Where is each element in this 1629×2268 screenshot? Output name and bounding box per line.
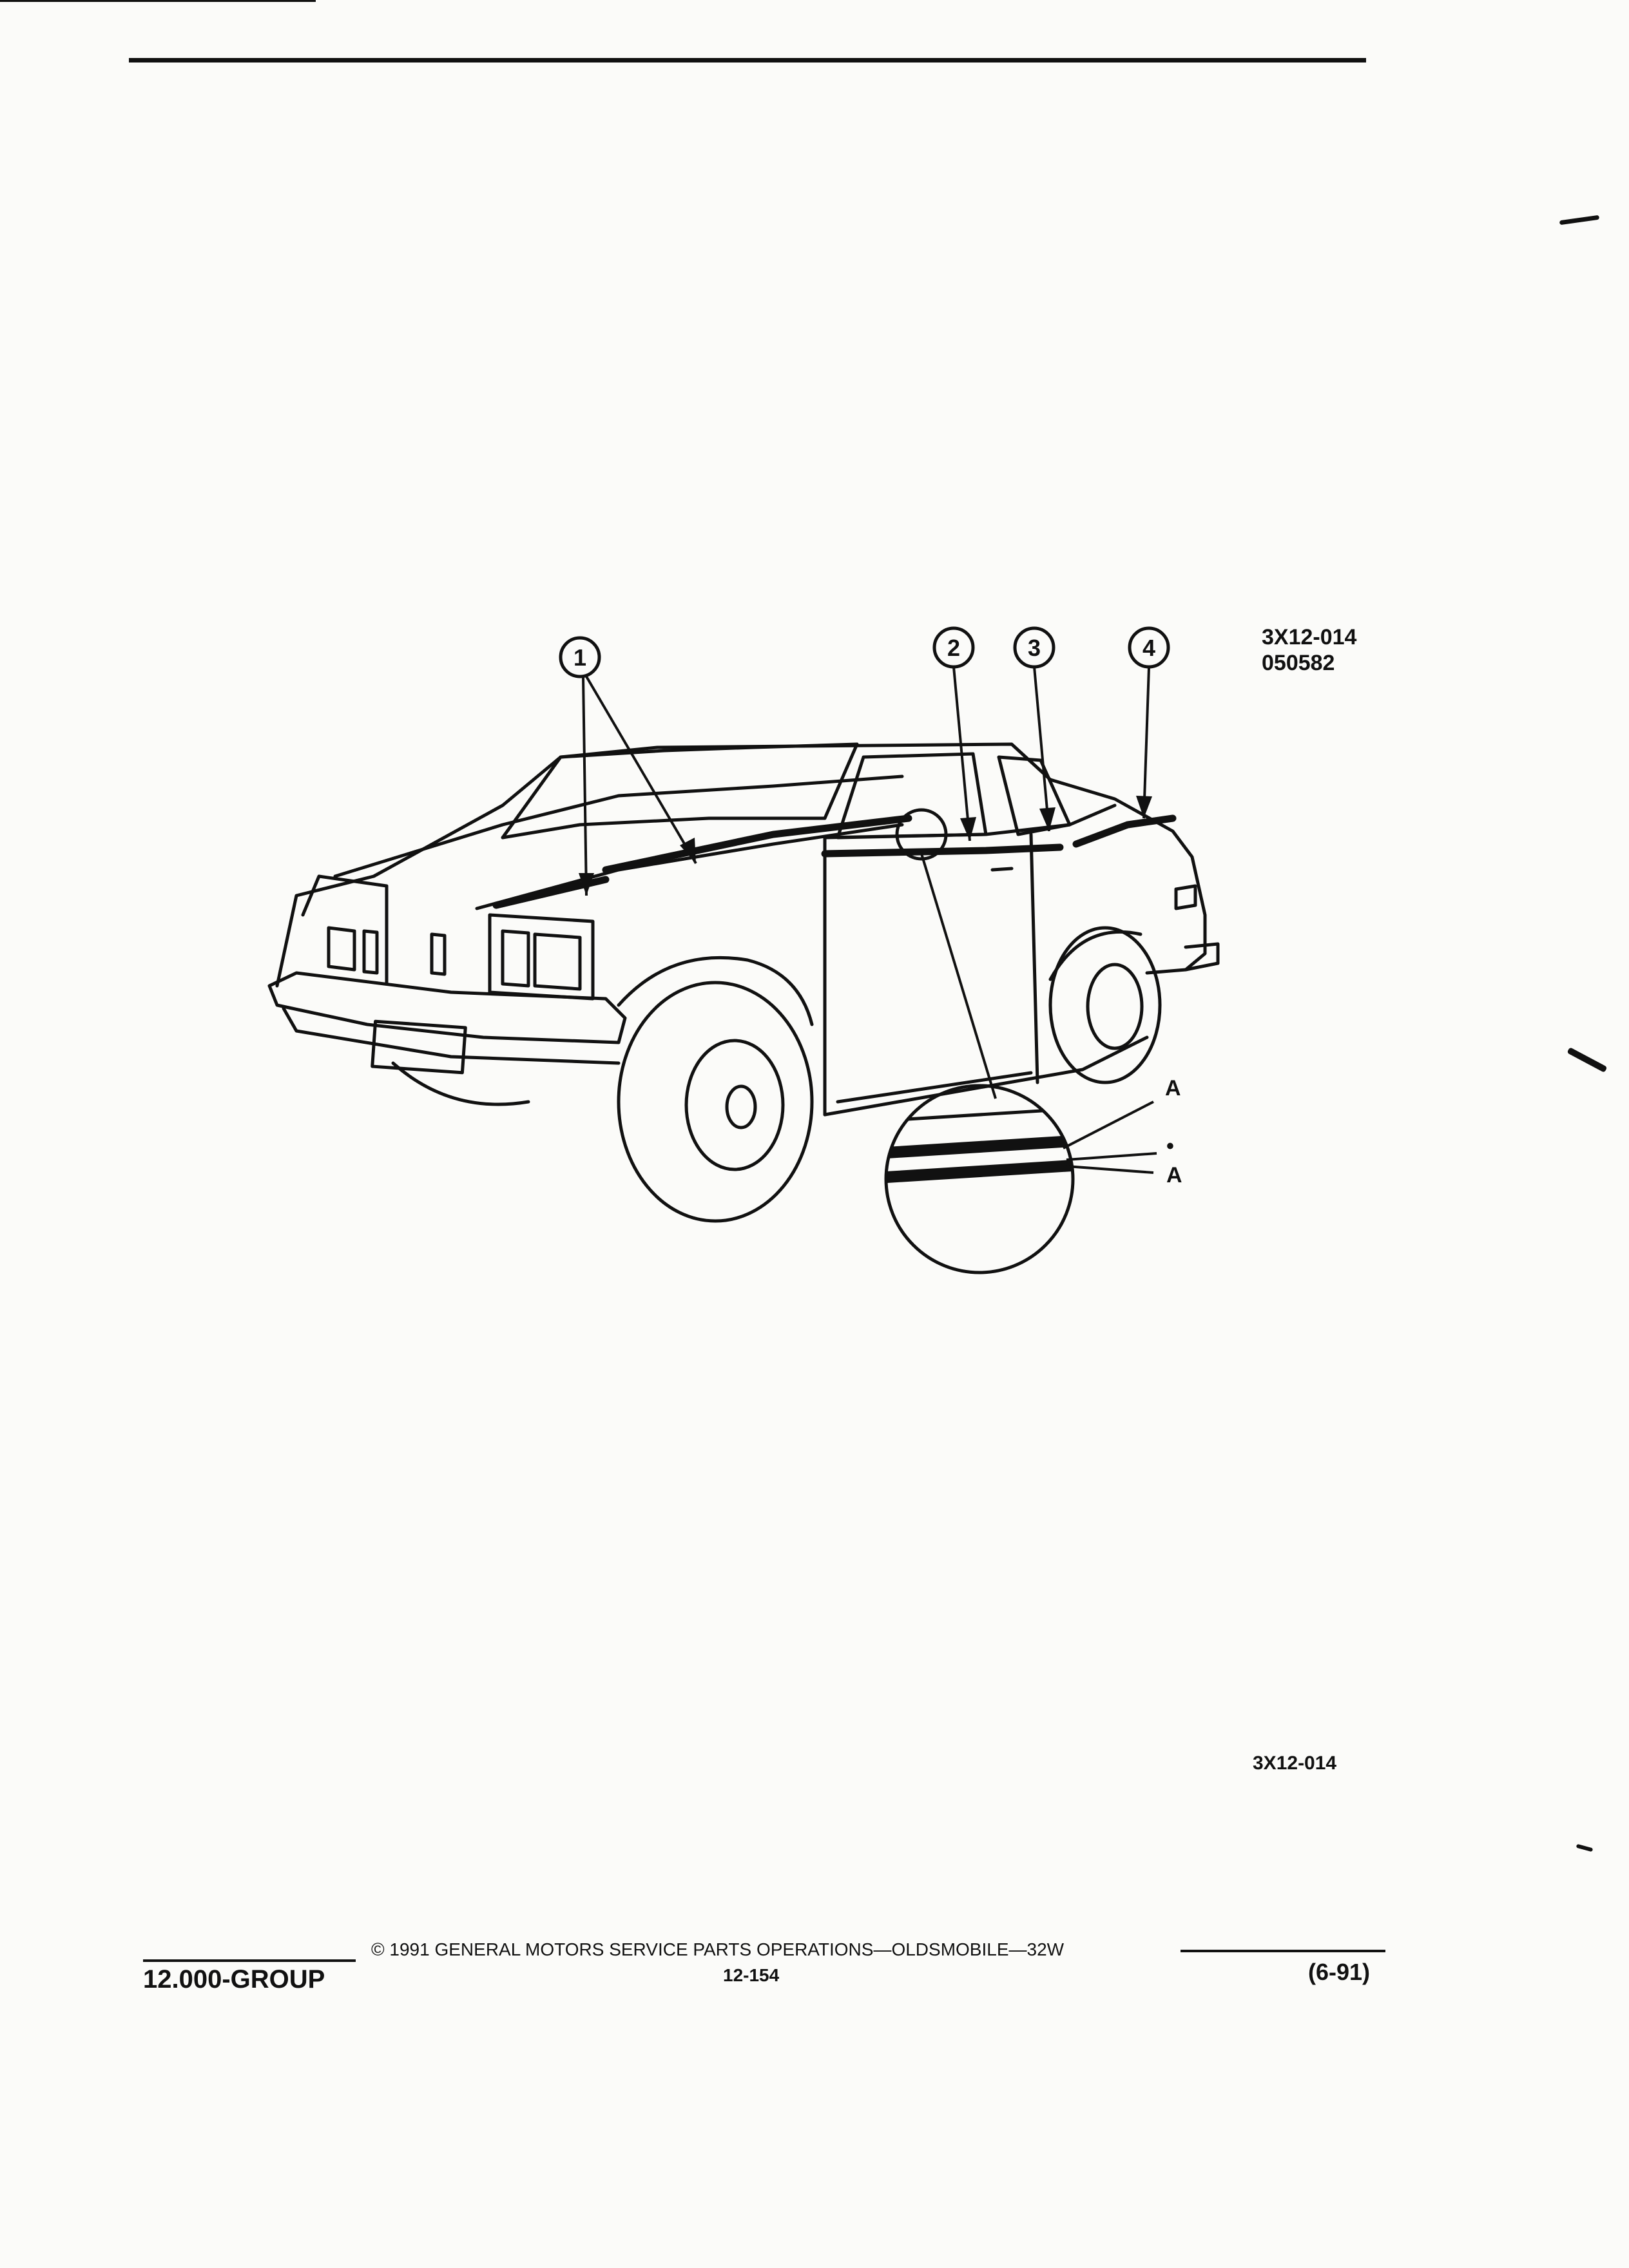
- rear-side-window: [997, 755, 1072, 836]
- rear-wheel-rim: [1086, 963, 1144, 1050]
- header-rule: [129, 58, 1366, 62]
- under-front: [391, 1061, 530, 1106]
- scan-mark: [1559, 215, 1600, 226]
- figure-code: 3X12-014: [1262, 625, 1357, 649]
- page-number: 12-154: [723, 1965, 780, 1985]
- callout-3-label: 3: [1028, 635, 1041, 661]
- side-beltline: [823, 803, 1117, 840]
- windshield: [501, 742, 859, 840]
- leader-4: [1142, 666, 1150, 819]
- arrow-3: [1039, 807, 1055, 831]
- front-wheel-hub: [725, 1084, 757, 1129]
- detail-circle: [884, 1084, 1075, 1274]
- callout-1-label: 1: [574, 644, 586, 671]
- magnifier-source: [895, 808, 948, 861]
- detail-label-a-bottom: A: [1166, 1163, 1182, 1187]
- detail-leader-a-bottom: [1066, 1165, 1154, 1174]
- stripe-quarter: [1072, 814, 1177, 848]
- callout-2-label: 2: [947, 635, 960, 661]
- car-stripe-diagram: 1 2 3 4 A • A: [267, 626, 1220, 1274]
- leader-2: [952, 666, 971, 841]
- scan-mark: [1576, 1843, 1594, 1852]
- front-wheel-tire: [617, 981, 814, 1223]
- front-wheel-rim: [684, 1039, 785, 1171]
- arrow-4: [1136, 796, 1152, 818]
- detail-leader: [920, 853, 997, 1099]
- group-label: 12.000-GROUP: [143, 1965, 325, 1994]
- hood-line: [333, 774, 904, 878]
- door-handle: [990, 867, 1014, 872]
- corner-rule: [0, 0, 316, 2]
- detail-stripe-top: [886, 1135, 1073, 1159]
- footer-right-rule: [1181, 1950, 1385, 1952]
- leader-1b: [585, 675, 697, 865]
- front-bumper: [267, 971, 627, 1044]
- taillight: [1174, 884, 1197, 910]
- stripe-side: [821, 843, 1064, 858]
- rear-bumper: [1184, 942, 1220, 972]
- detail-label-a-top: A: [1165, 1076, 1181, 1100]
- front-wheel-arch: [617, 956, 814, 1026]
- license-plate: [371, 1019, 467, 1075]
- callout-1-circle: [559, 636, 601, 678]
- arrow-1b: [680, 838, 696, 863]
- leader-1a: [582, 676, 588, 896]
- copyright-line: © 1991 GENERAL MOTORS SERVICE PARTS OPER…: [371, 1939, 1065, 1959]
- leader-3: [1033, 666, 1050, 832]
- detail-label-dot: •: [1166, 1134, 1174, 1158]
- stripe-hood: [602, 814, 912, 874]
- arrow-2: [960, 817, 976, 841]
- headlight-left: [430, 932, 447, 976]
- rear-wheel-arch: [1048, 930, 1142, 981]
- arrow-1a: [579, 873, 594, 896]
- scan-mark: [1566, 1047, 1608, 1073]
- callout-4-label: 4: [1142, 635, 1155, 661]
- rear-wheel-tire: [1048, 926, 1162, 1084]
- grille: [301, 874, 389, 985]
- detail-leader-dot: [1066, 1152, 1157, 1161]
- figure-reference: 3X12-014: [1253, 1753, 1337, 1774]
- door-rear-edge: [1029, 832, 1039, 1084]
- figure-date-code: 050582: [1262, 651, 1335, 675]
- rocker-panel: [823, 1035, 1149, 1117]
- footer-left-rule: [143, 1959, 356, 1962]
- headlight-right: [488, 913, 595, 1001]
- door-bottom: [836, 1071, 1033, 1104]
- detail-stripe-bottom: [886, 1159, 1073, 1184]
- revision-date: (6-91): [1308, 1959, 1371, 1985]
- detail-leader-a-top: [1063, 1100, 1154, 1149]
